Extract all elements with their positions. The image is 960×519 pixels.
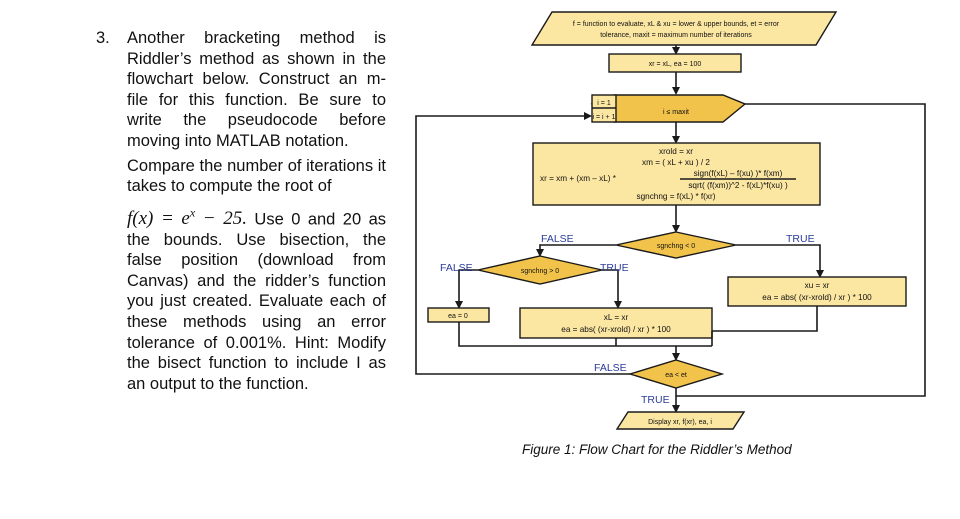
xu-update-text-2: ea = abs( (xr-xrold) / xr ) * 100	[762, 293, 872, 302]
decision-1-true-label: TRUE	[786, 233, 815, 245]
problem-instructions: Use 0 and 20 as the bounds. Use bisectio…	[127, 210, 387, 393]
compute-line-3b: sign(f(xL) – f(xu) )* f(xm)	[694, 169, 783, 178]
decision-1-text: sgnchng < 0	[657, 243, 695, 250]
decision-3-text: ea < et	[665, 372, 687, 379]
init-text: xr = xL, ea = 100	[649, 61, 702, 68]
output-text: Display xr, f(xr), ea, i	[648, 419, 712, 426]
output-parallelogram	[615, 411, 746, 430]
formula-lhs: f(x) = e	[127, 208, 190, 230]
input-text-1: f = function to evaluate, xL & xu = lowe…	[573, 21, 780, 28]
xu-update-box	[727, 276, 907, 307]
formula-rhs: − 25.	[195, 208, 247, 230]
problem-compare: Compare the number of iterations it take…	[127, 156, 386, 197]
init-box	[608, 53, 742, 73]
xl-update-box	[519, 307, 713, 339]
compute-line-1: xrold = xr	[659, 147, 693, 156]
input-text-2: tolerance, maxit = maximum number of ite…	[600, 32, 752, 39]
compute-line-2: xm = ( xL + xu ) / 2	[642, 158, 710, 167]
loop-step-text: i = i + 1	[593, 114, 616, 121]
decision-3-true-label: TRUE	[641, 394, 670, 406]
compute-box	[532, 142, 821, 206]
decision-2-text: sgnchng > 0	[521, 268, 559, 275]
formula-exponent: x	[189, 205, 196, 220]
compute-line-3c: sqrt( (f(xm))^2 - f(xL)*f(xu) )	[688, 181, 788, 190]
decision-2-false-label: FALSE	[440, 262, 473, 274]
problem-formula-paragraph: f(x) = ex − 25. Use 0 and 20 as the boun…	[127, 203, 386, 395]
decision-1-false-label: FALSE	[541, 233, 574, 245]
loop-init-text: i = 1	[597, 100, 611, 107]
formula: f(x) = ex − 25.	[127, 205, 247, 230]
xu-update-text-1: xu = xr	[805, 281, 830, 290]
compute-line-4: sgnchng = f(xL) * f(xr)	[637, 192, 716, 201]
problem-statement: 3. Another bracketing method is Riddler’…	[96, 28, 386, 394]
decision-sgnchng-gt-0	[477, 255, 603, 285]
compute-line-3a: xr = xm + (xm – xL) *	[540, 174, 617, 183]
figure-caption: Figure 1: Flow Chart for the Riddler’s M…	[522, 442, 792, 457]
problem-compare-text: Compare the number of iterations it take…	[127, 156, 386, 196]
decision-sgnchng-lt-0	[615, 231, 737, 259]
xl-update-text-1: xL = xr	[604, 313, 629, 322]
input-parallelogram	[530, 11, 838, 46]
decision-2-true-label: TRUE	[600, 262, 629, 274]
problem-number: 3.	[96, 29, 110, 47]
loop-cond-text: i ≤ maxit	[663, 109, 689, 116]
problem-intro: Another bracketing method is Riddler’s m…	[127, 29, 386, 150]
ea-zero-text: ea = 0	[448, 313, 468, 320]
xl-update-text-2: ea = abs( (xr-xrold) / xr ) * 100	[561, 325, 671, 334]
decision-3-false-label: FALSE	[594, 362, 627, 374]
